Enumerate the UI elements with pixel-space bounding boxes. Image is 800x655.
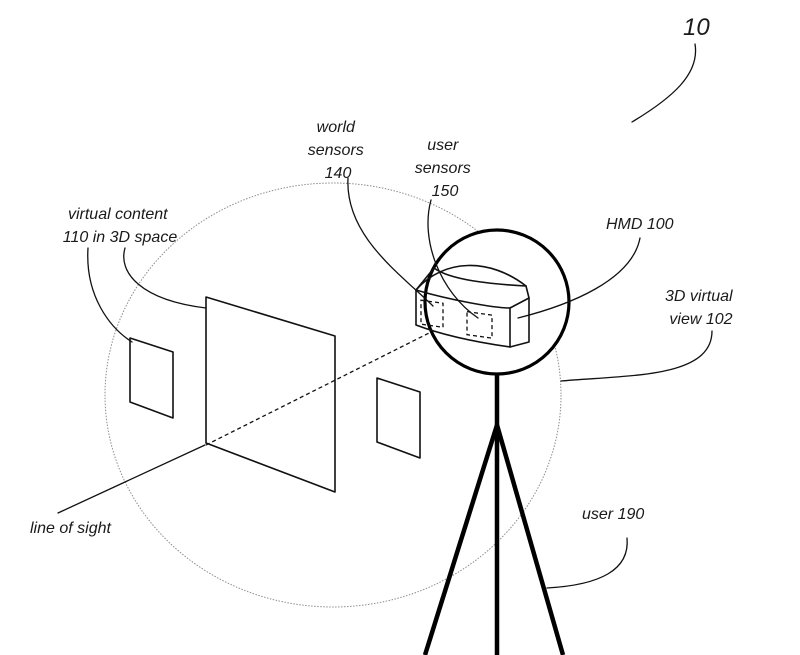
virtual-content-label: virtual content 110 in 3D space xyxy=(63,206,178,246)
virtual-view-label: 3D virtual view 102 xyxy=(665,288,737,328)
virtual-panel-left xyxy=(130,338,173,418)
virtual-content-leader-left xyxy=(88,248,132,342)
virtual-panel-center xyxy=(206,297,335,492)
figure-number: 10 xyxy=(683,14,710,41)
world-sensors-leader xyxy=(348,178,433,306)
user-right-leg xyxy=(497,425,563,655)
user-leader xyxy=(547,538,627,588)
world-sensors-label: world sensors 140 xyxy=(308,119,368,182)
hmd-label: HMD 100 xyxy=(606,216,674,233)
virtual-panel-right xyxy=(377,378,420,458)
user-label: user 190 xyxy=(582,506,644,523)
figure-number-leader xyxy=(632,44,696,122)
virtual-view-leader xyxy=(561,331,712,381)
user-sensors-label: user sensors 150 xyxy=(415,137,475,200)
line-of-sight-solid xyxy=(58,445,205,513)
user-head xyxy=(425,230,569,374)
virtual-content-leader-center xyxy=(124,248,206,308)
line-of-sight-label: line of sight xyxy=(30,520,111,537)
user-left-leg xyxy=(425,425,497,655)
